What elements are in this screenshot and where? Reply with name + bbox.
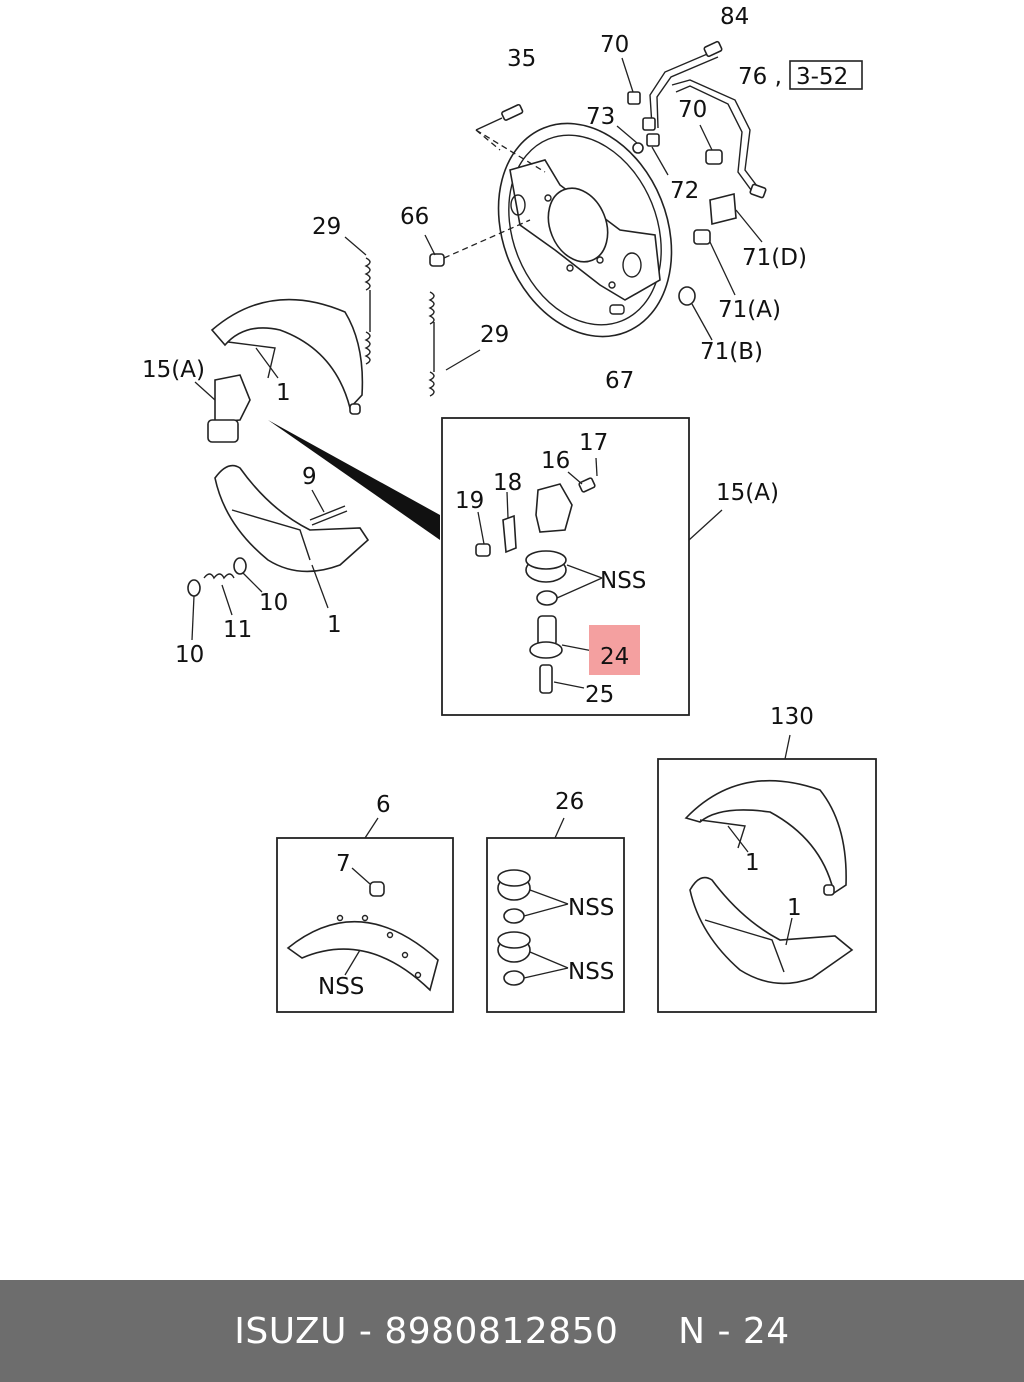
part-24-highlight (589, 625, 640, 675)
label-19: 19 (455, 488, 484, 514)
label-18: 18 (493, 470, 522, 496)
label-nss-2: NSS (568, 895, 614, 921)
hold-down-parts (187, 489, 348, 641)
label-1a: 1 (276, 380, 291, 406)
label-24: 24 (600, 644, 629, 670)
label-11: 11 (223, 617, 252, 643)
label-6: 6 (376, 792, 391, 818)
label-71b: 71(B) (700, 339, 763, 365)
fittings (616, 57, 723, 176)
label-25: 25 (585, 682, 614, 708)
label-1c: 1 (745, 850, 760, 876)
label-29a: 29 (312, 214, 341, 240)
callout-labels: 84 70 35 76 , 3-52 73 70 72 29 66 71(D) … (142, 4, 863, 1000)
label-84: 84 (720, 4, 749, 30)
label-73: 73 (586, 104, 615, 130)
brake-shoe-lower (214, 464, 370, 609)
label-29b: 29 (480, 322, 509, 348)
label-nss-4: NSS (318, 974, 364, 1000)
label-1d: 1 (787, 895, 802, 921)
label-9: 9 (302, 464, 317, 490)
callout-arrow (268, 420, 440, 540)
label-17: 17 (579, 430, 608, 456)
label-15a-inset: 15(A) (716, 480, 779, 506)
label-7: 7 (336, 851, 351, 877)
bolt-66 (424, 219, 531, 267)
label-130: 130 (770, 704, 814, 730)
inset-box-adjuster (441, 417, 723, 716)
return-springs (344, 236, 481, 397)
label-71d: 71(D) (742, 245, 807, 271)
clips (678, 192, 763, 341)
label-26: 26 (555, 789, 584, 815)
label-1b: 1 (327, 612, 342, 638)
label-3-52: 3-52 (796, 64, 848, 90)
label-nss-1: NSS (600, 568, 646, 594)
label-70b: 70 (678, 97, 707, 123)
label-10a: 10 (259, 590, 288, 616)
cup-kit-box (486, 817, 625, 1013)
label-35: 35 (507, 46, 536, 72)
brake-shoe-upper (210, 298, 364, 415)
label-nss-3: NSS (568, 959, 614, 985)
label-15a: 15(A) (142, 357, 205, 383)
lining-kit-box (276, 817, 454, 1013)
shoe-kit-box (657, 734, 877, 1013)
label-72: 72 (670, 178, 699, 204)
footer-bar: ISUZU - 8980812850 N - 24 (0, 1280, 1024, 1382)
footer-part-number: ISUZU - 8980812850 N - 24 (234, 1310, 790, 1352)
label-67: 67 (605, 368, 634, 394)
brake-pipe (649, 40, 767, 199)
label-70: 70 (600, 32, 629, 58)
label-76: 76 , (738, 64, 782, 90)
label-66: 66 (400, 204, 429, 230)
bolt-35 (475, 104, 546, 173)
label-10b: 10 (175, 642, 204, 668)
label-71a: 71(A) (718, 297, 781, 323)
label-16: 16 (541, 448, 570, 474)
parts-diagram: 84 70 35 76 , 3-52 73 70 72 29 66 71(D) … (142, 4, 877, 1013)
backing-plate (497, 122, 673, 338)
adjuster-assembly (194, 374, 251, 443)
